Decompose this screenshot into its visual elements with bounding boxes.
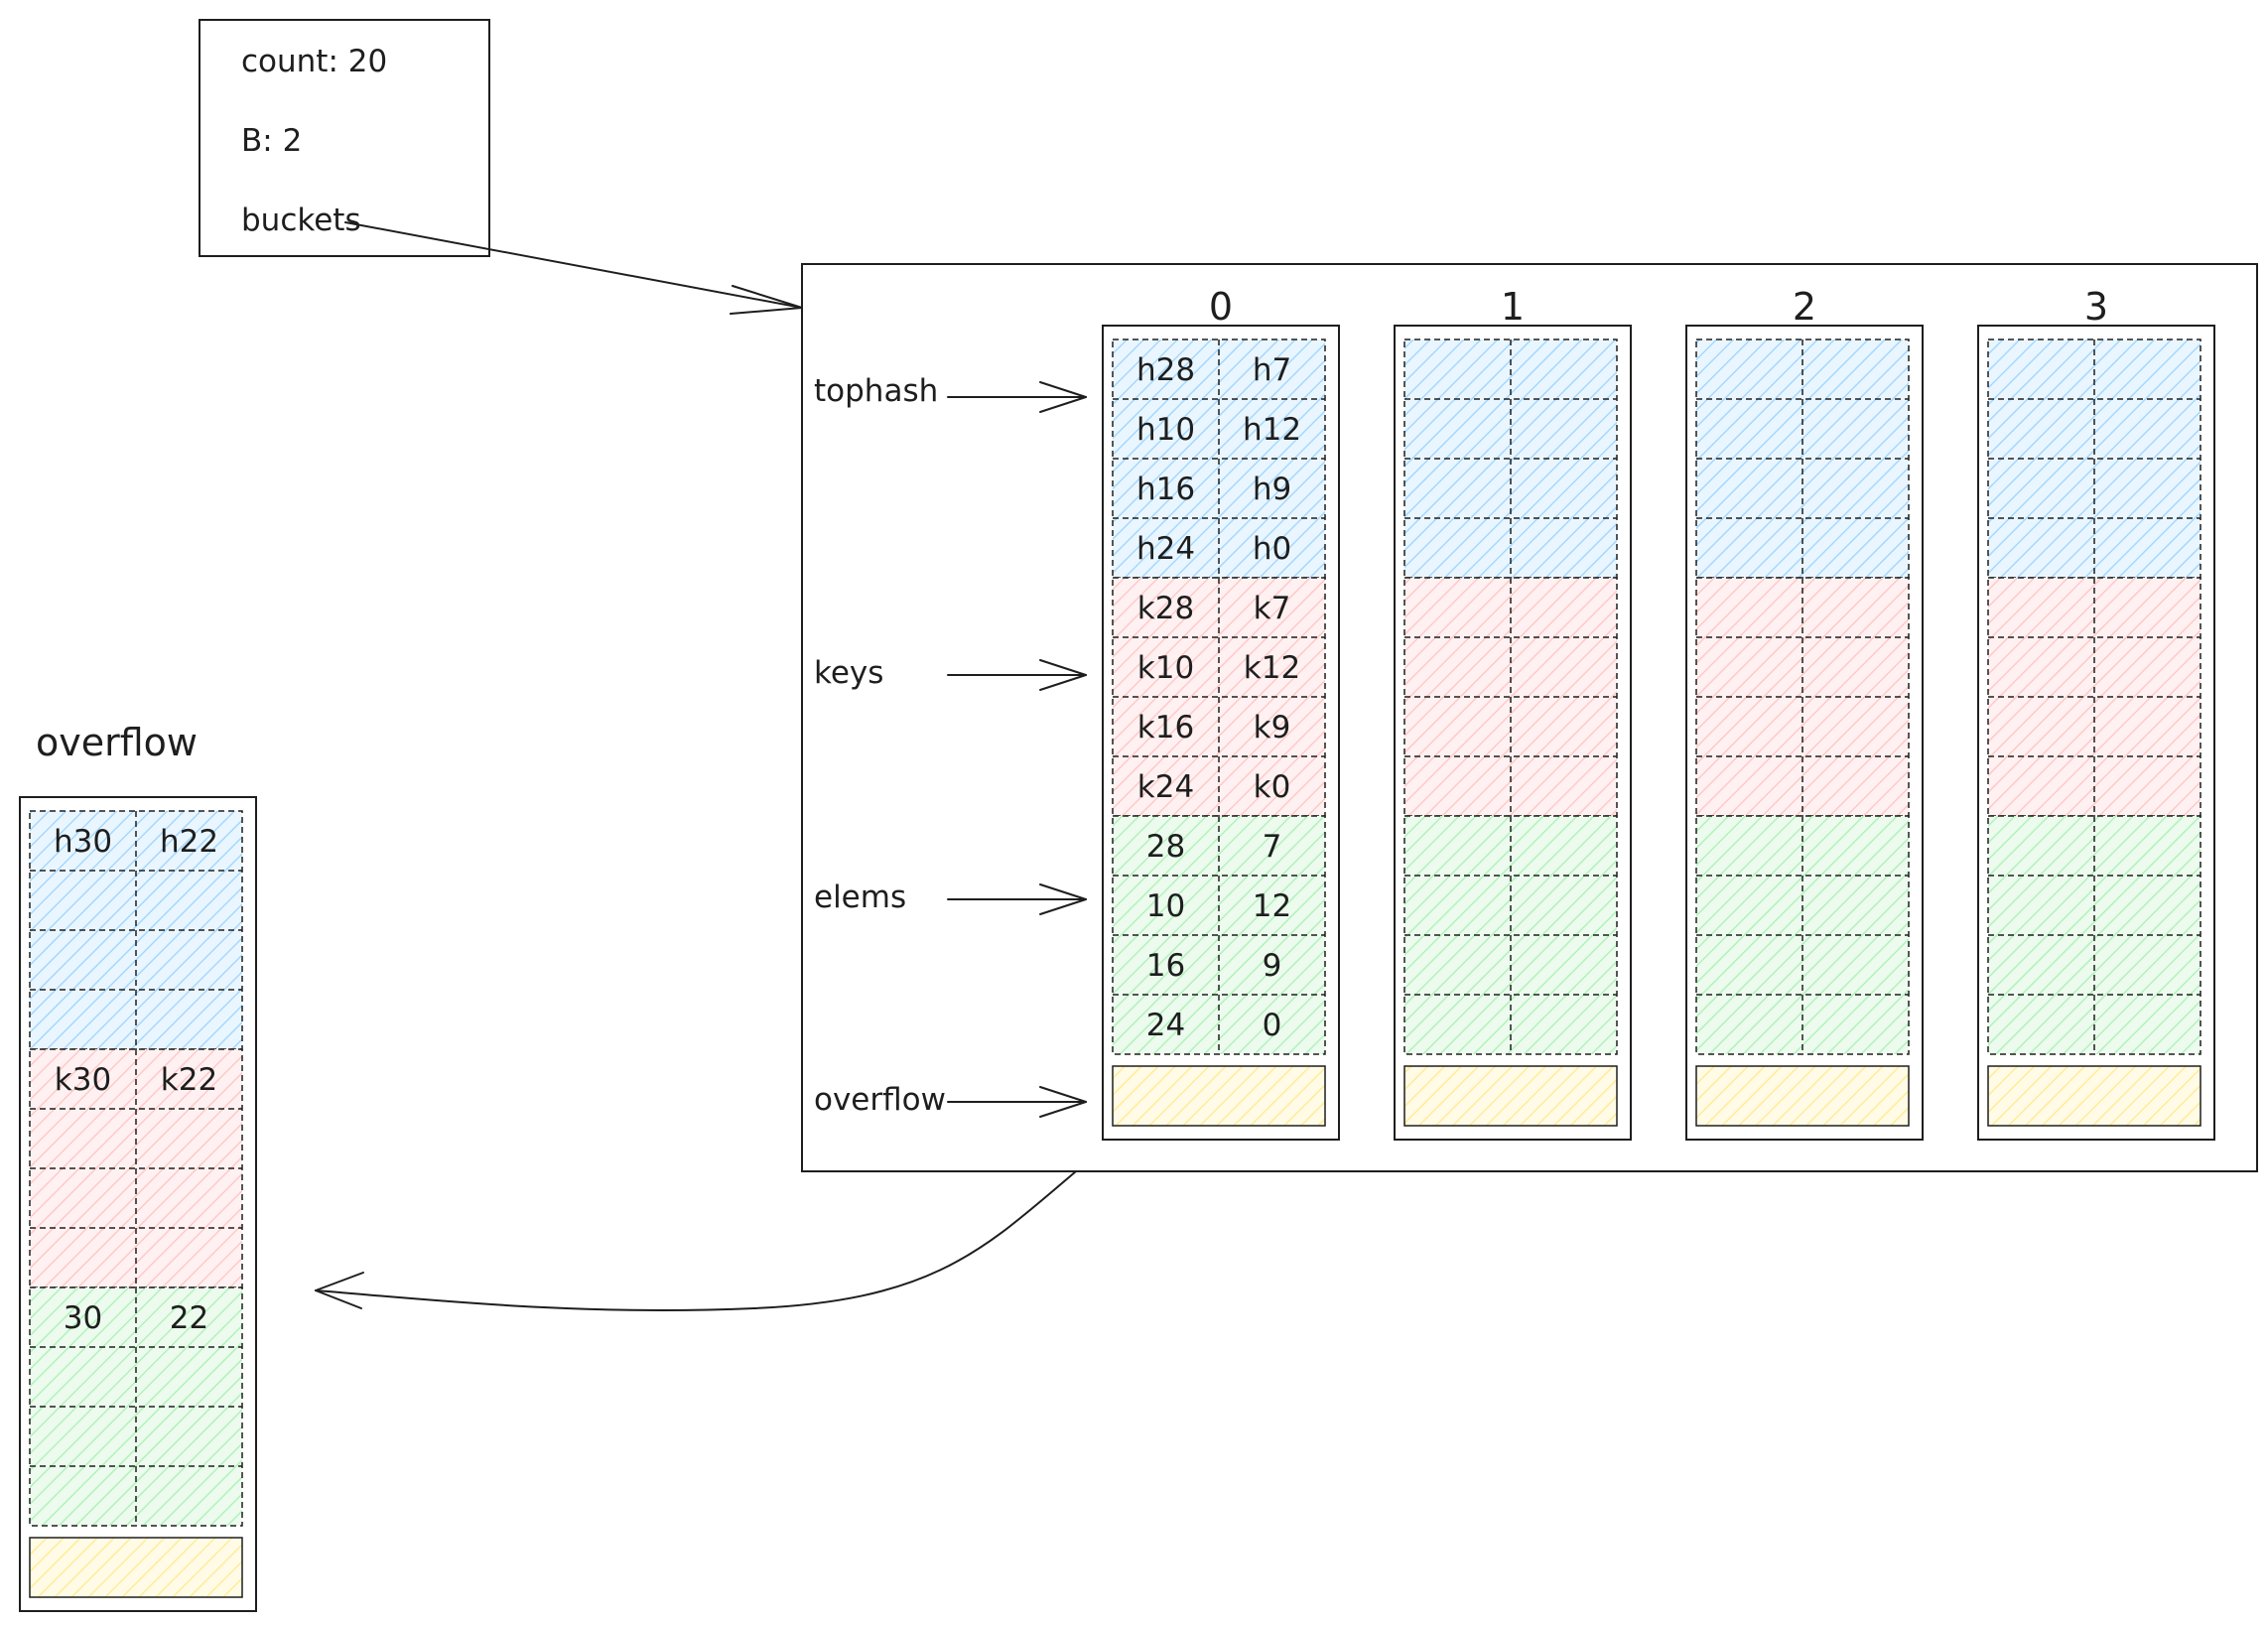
bucket-0: h28 h7 h10 h12 h16 h9 h24 h0 k28 k7 k10 k12 k16 k9 k24… (1102, 325, 1340, 1141)
tophash-slot: h0 (1253, 531, 1291, 567)
hmap-count: count: 20 (241, 44, 387, 79)
bucket-1-elems (1403, 815, 1618, 1055)
keys-slot: k16 (1137, 710, 1194, 745)
tophash-slot: h9 (1253, 472, 1291, 507)
bucket-index-label: 2 (1793, 285, 1816, 329)
bucket-array-container (801, 263, 2258, 1172)
elems-slot: 28 (1146, 829, 1185, 865)
tophash-slot: h24 (1136, 531, 1195, 567)
bucket-2-outline (1685, 325, 1924, 1141)
tophash-slot: h22 (160, 824, 218, 860)
elems-slot: 7 (1263, 829, 1282, 865)
bucket-3-elems (1987, 815, 2201, 1055)
bucket-index-label: 3 (2084, 285, 2108, 329)
elems-slot: 12 (1253, 888, 1291, 924)
bucket-1-overflow-slot (1403, 1065, 1618, 1127)
keys-slot: k22 (161, 1062, 217, 1098)
keys-slot: k9 (1254, 710, 1291, 745)
keys-slot: k10 (1137, 650, 1194, 686)
overflow-bucket-body: h30 h22 k30 k22 30 22 (19, 796, 257, 1612)
keys-arrow (947, 659, 1087, 691)
bucket-index-label: 0 (1209, 285, 1233, 329)
bucket-3-outline (1977, 325, 2215, 1141)
overflow-title: overflow (36, 721, 198, 764)
tophash-slot: h7 (1253, 352, 1291, 388)
bucket-0-elems: 28 7 10 12 16 9 24 0 (1112, 815, 1326, 1055)
elems-slot: 30 (64, 1300, 102, 1336)
row-label-overflow: overflow (814, 1082, 946, 1118)
bucket-3-overflow-slot (1987, 1065, 2201, 1127)
bucket-0-overflow-slot (1112, 1065, 1326, 1127)
tophash-arrow (947, 381, 1087, 413)
row-label-tophash: tophash (814, 373, 938, 409)
bucket-0-elems-border (1112, 815, 1326, 1055)
bucket-1 (1394, 325, 1632, 1141)
overflow-bucket-body-overflow-slot (29, 1537, 243, 1598)
bucket-index-label: 1 (1501, 285, 1525, 329)
bucket-0-tophash: h28 h7 h10 h12 h16 h9 h24 h0 (1112, 339, 1326, 579)
keys-slot: k12 (1244, 650, 1300, 686)
elems-slot: 9 (1263, 948, 1282, 984)
bucket-1-elems-border (1403, 815, 1618, 1055)
tophash-slot: h12 (1243, 412, 1301, 448)
bucket-2-overflow-slot (1695, 1065, 1910, 1127)
bucket-2-tophash (1695, 339, 1910, 579)
elems-slot: 0 (1263, 1008, 1282, 1043)
overflow-bucket-body-outline (19, 796, 257, 1612)
bucket-2-elems-border (1695, 815, 1910, 1055)
bucket-3-keys (1987, 577, 2201, 817)
overflow-pointer-arrow (315, 1170, 1077, 1312)
bucket-1-tophash (1403, 339, 1618, 579)
tophash-slot: h28 (1136, 352, 1195, 388)
tophash-slot: h30 (54, 824, 112, 860)
hmap-struct: count: 20 B: 2 buckets (199, 19, 490, 257)
bucket-2-keys (1695, 577, 1910, 817)
tophash-slot: h10 (1136, 412, 1195, 448)
bucket-3-tophash (1987, 339, 2201, 579)
bucket-2-elems (1695, 815, 1910, 1055)
bucket-2 (1685, 325, 1924, 1141)
bucket-0-outline (1102, 325, 1340, 1141)
buckets-pointer-arrow (344, 221, 803, 315)
tophash-slot: h16 (1136, 472, 1195, 507)
overflow-arrow (947, 1086, 1087, 1118)
row-label-keys: keys (814, 655, 883, 691)
elems-slot: 24 (1146, 1008, 1185, 1043)
overflow-bucket-body-tophash: h30 h22 (29, 810, 243, 1050)
keys-slot: k0 (1254, 769, 1291, 805)
bucket-3-elems-border (1987, 815, 2201, 1055)
hmap-b: B: 2 (241, 123, 302, 159)
row-label-elems: elems (814, 880, 906, 915)
overflow-bucket-body-keys: k30 k22 (29, 1048, 243, 1288)
elems-slot: 10 (1146, 888, 1185, 924)
elems-slot: 16 (1146, 948, 1185, 984)
bucket-0-keys: k28 k7 k10 k12 k16 k9 k24 k0 (1112, 577, 1326, 817)
bucket-3 (1977, 325, 2215, 1141)
row-labels: tophash keys elems overflow (814, 373, 1087, 1118)
hmap-box (199, 19, 490, 257)
keys-slot: k30 (55, 1062, 111, 1098)
overflow-bucket-body-elems-border (29, 1286, 243, 1527)
keys-slot: k7 (1254, 591, 1291, 626)
overflow-bucket-body-elems: 30 22 (29, 1286, 243, 1527)
bucket-1-keys (1403, 577, 1618, 817)
keys-slot: k28 (1137, 591, 1194, 626)
elems-slot: 22 (170, 1300, 208, 1336)
elems-arrow (947, 883, 1087, 915)
hmap-buckets: buckets (241, 203, 361, 238)
bucket-1-outline (1394, 325, 1632, 1141)
keys-slot: k24 (1137, 769, 1194, 805)
overflow-bucket: h30 h22 k30 k22 30 22 (19, 796, 257, 1612)
